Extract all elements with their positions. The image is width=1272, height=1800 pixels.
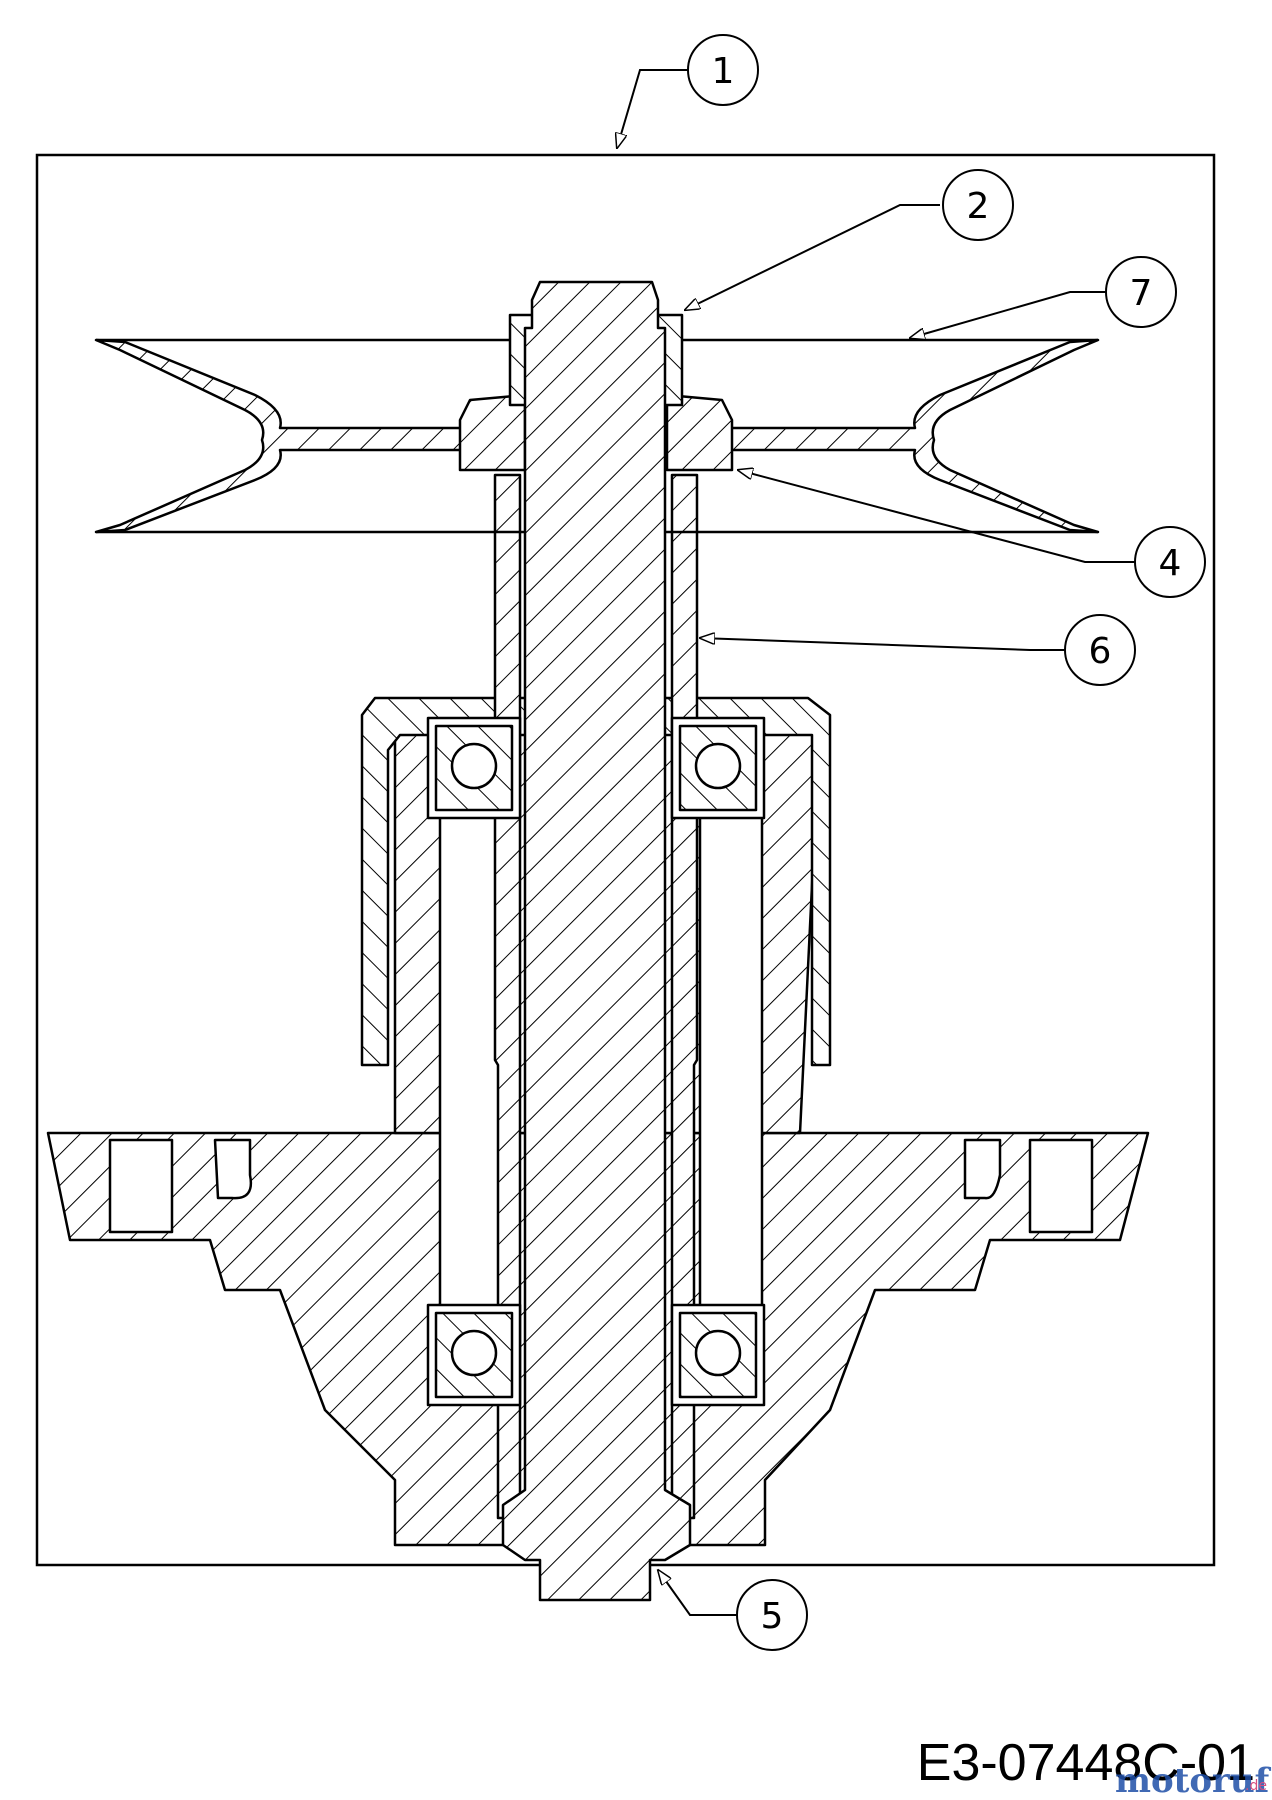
callout-1-label: 1: [712, 51, 735, 92]
callout-1: 1: [687, 34, 759, 106]
watermark-suffix: .de: [1245, 1778, 1267, 1794]
watermark-brand: motoruf: [1115, 1761, 1272, 1800]
bore-cavity-left: [438, 798, 504, 1382]
leader-1: [617, 69, 688, 148]
flange-slot-left: [108, 1138, 174, 1234]
lower-bearing-right: [670, 1303, 766, 1407]
callouts: 1 2 7 4 6 5: [687, 34, 1206, 1651]
leader-4: [738, 470, 1135, 563]
callout-2: 2: [942, 169, 1014, 241]
leader-2: [685, 204, 940, 310]
callout-4: 4: [1134, 526, 1206, 598]
v-belt-pulley: [94, 338, 522, 534]
lower-bearing-left: [426, 1303, 522, 1407]
upper-bearing-right: [670, 716, 766, 820]
callout-4-label: 4: [1159, 543, 1182, 584]
callout-2-label: 2: [967, 186, 990, 227]
upper-bearing-left: [426, 716, 522, 820]
leader-5: [658, 1570, 737, 1616]
flange-slot-right: [1028, 1138, 1094, 1234]
v-belt-pulley-right: [670, 338, 1100, 534]
callout-7: 7: [1105, 256, 1177, 328]
pulley-hub-right: [665, 393, 734, 472]
callout-6: 6: [1064, 614, 1136, 686]
callout-6-label: 6: [1089, 631, 1112, 672]
leader-7: [910, 291, 1106, 338]
leader-lines: [617, 69, 1135, 1616]
flange-recess-left: [213, 1138, 253, 1200]
callout-7-label: 7: [1130, 273, 1153, 314]
watermark-logo: motoruf .de: [1115, 1761, 1272, 1800]
callout-5: 5: [736, 1579, 808, 1651]
spindle-shaft: [501, 280, 692, 1602]
spindle-section: [46, 280, 1150, 1602]
drawing-code: E3-07448C-01: [917, 1734, 1255, 1792]
leader-6: [700, 638, 1065, 651]
flange-recess-right: [963, 1138, 1002, 1200]
bore-cavity-right: [698, 798, 764, 1382]
callout-5-label: 5: [761, 1596, 784, 1637]
